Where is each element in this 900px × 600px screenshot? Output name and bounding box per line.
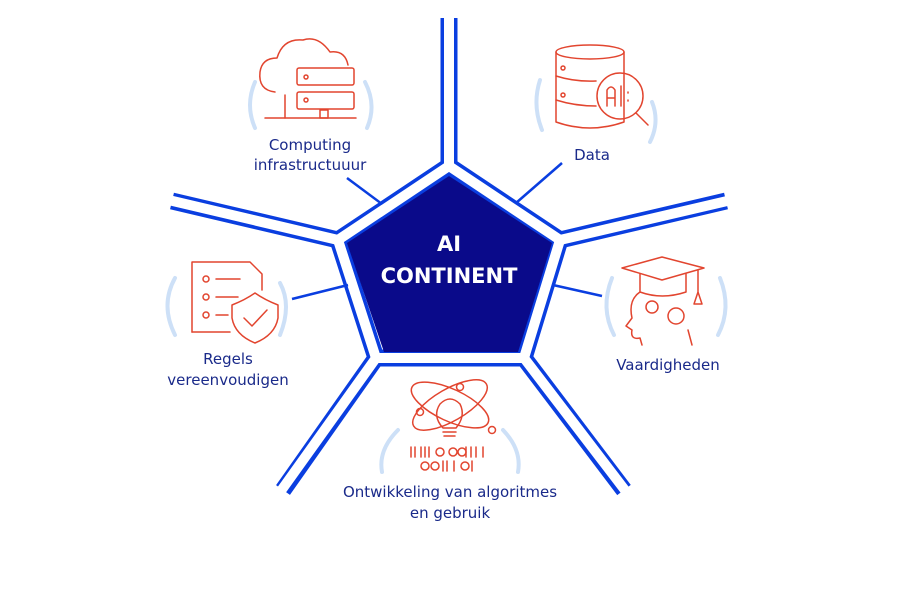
label-algorithms-line2: en gebruik bbox=[410, 504, 491, 522]
database-ai-search-icon bbox=[534, 44, 658, 144]
label-rules-line1: Regels bbox=[203, 350, 253, 368]
center-title-line1: AI bbox=[437, 232, 461, 256]
label-rules-line2: vereenvoudigen bbox=[167, 371, 288, 389]
label-skills: Vaardigheden bbox=[616, 356, 720, 374]
label-computing-line1: Computing bbox=[269, 136, 351, 154]
center-title-line2: CONTINENT bbox=[381, 264, 518, 288]
cloud-server-icon bbox=[248, 38, 374, 130]
atom-lightbulb-binary-icon bbox=[379, 379, 521, 474]
checklist-shield-icon bbox=[165, 261, 288, 344]
center-pentagon bbox=[347, 176, 552, 352]
connectors bbox=[291, 162, 603, 301]
label-algorithms-line1: Ontwikkeling van algoritmes bbox=[343, 483, 557, 501]
graduate-head-gears-icon bbox=[604, 256, 728, 346]
label-computing-line2: infrastructuuur bbox=[254, 156, 367, 174]
label-data: Data bbox=[574, 146, 610, 164]
